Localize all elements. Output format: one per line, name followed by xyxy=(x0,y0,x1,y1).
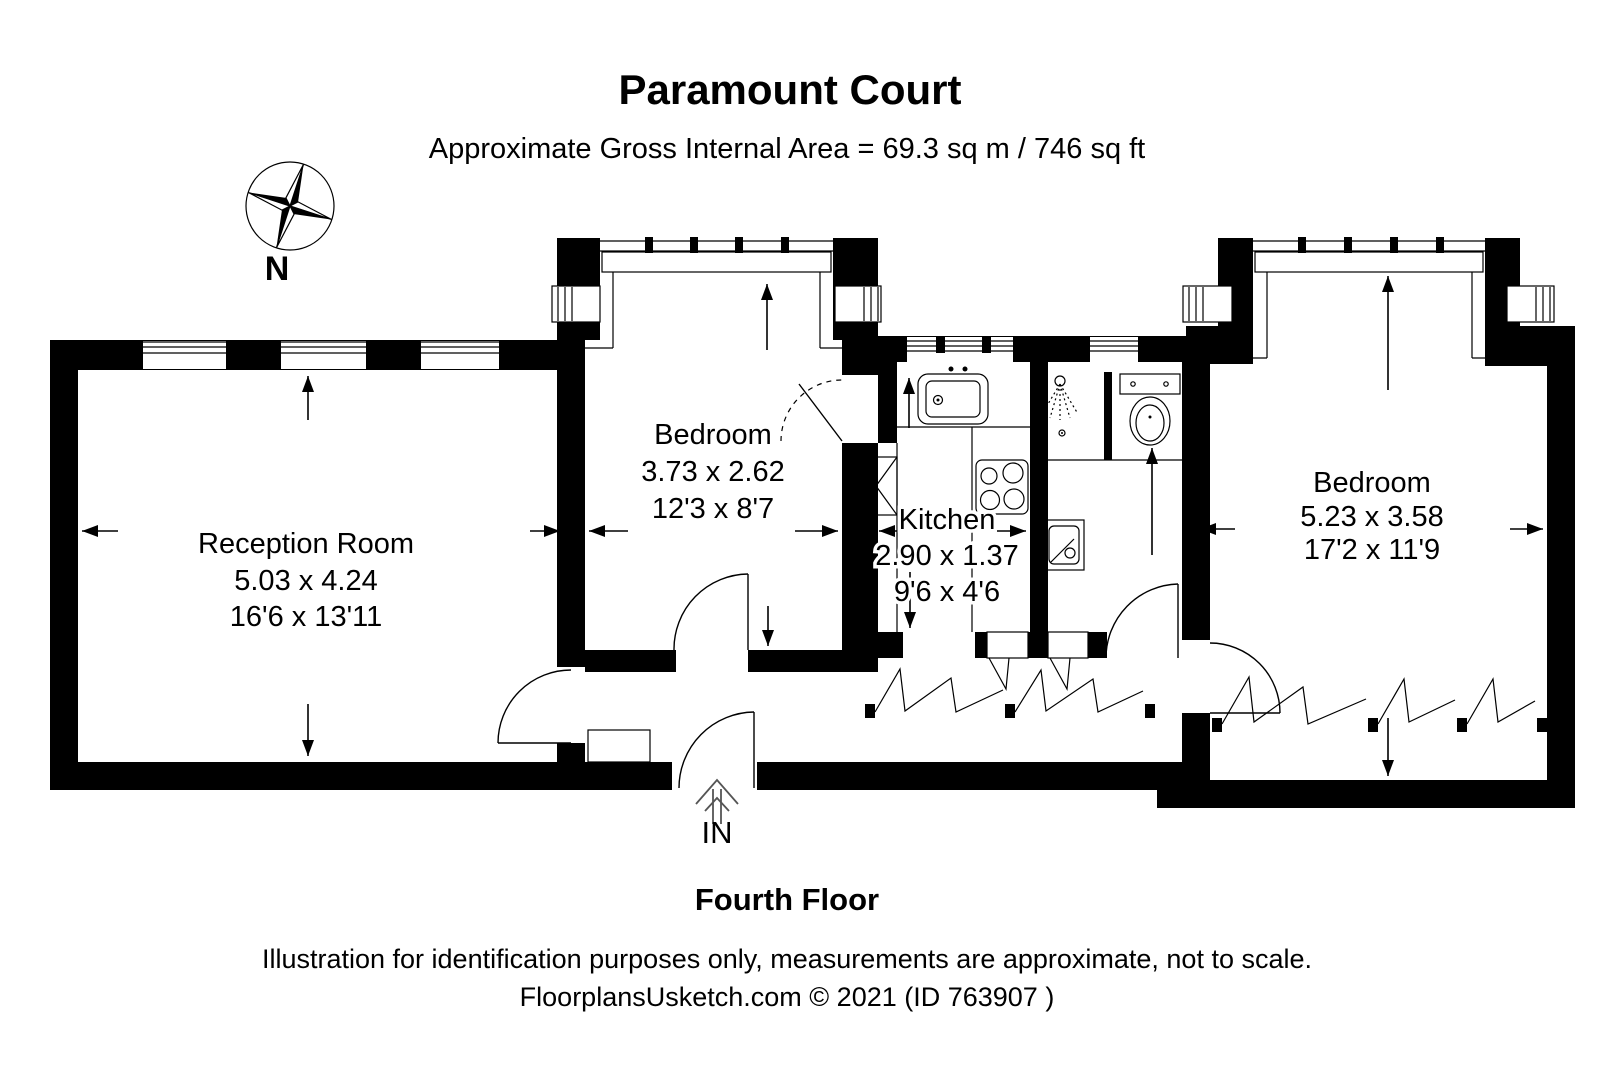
bedroom1-bay-window-icon xyxy=(551,237,882,349)
room-dim-imperial: 9'6 x 4'6 xyxy=(894,576,1000,608)
room-name: Bedroom xyxy=(654,419,772,451)
bedroom2-bay-window-icon xyxy=(1182,237,1555,359)
room-label-bedroom1: Bedroom 3.73 x 2.62 12'3 x 8'7 xyxy=(638,416,789,529)
room-label-bedroom2: Bedroom 5.23 x 3.58 17'2 x 11'9 xyxy=(1297,464,1448,570)
alcove-cupboard-icons xyxy=(986,631,1089,691)
kitchen-window-icon xyxy=(907,336,1013,362)
page-subtitle: Approximate Gross Internal Area = 69.3 s… xyxy=(429,133,1146,165)
reception-window-icons xyxy=(143,341,499,369)
room-dim-imperial: 12'3 x 8'7 xyxy=(652,493,774,525)
room-name: Kitchen xyxy=(899,504,996,536)
room-dim-metric: 2.90 x 1.37 xyxy=(875,540,1019,572)
bathroom-window-icon xyxy=(1090,337,1138,362)
entrance-door-icon xyxy=(678,711,755,789)
bedroom1-door-icon xyxy=(673,573,749,651)
basin-icon xyxy=(1043,519,1085,571)
floor-label: Fourth Floor xyxy=(695,882,879,917)
room-label-reception: Reception Room 5.03 x 4.24 16'6 x 13'11 xyxy=(195,525,418,637)
kitchen-sink-icon xyxy=(917,366,989,425)
disclaimer-text: Illustration for identification purposes… xyxy=(262,944,1312,974)
hob-icon xyxy=(975,459,1029,515)
appliance-icon xyxy=(854,456,898,516)
compass-icon xyxy=(245,161,335,251)
entrance-arrow-icon xyxy=(695,778,739,824)
shower-icon xyxy=(1041,375,1079,437)
hall-wardrobe-icon xyxy=(865,667,1155,718)
room-dim-metric: 5.03 x 4.24 xyxy=(234,565,378,597)
kitchen-door-icon xyxy=(780,379,843,442)
room-dim-imperial: 17'2 x 11'9 xyxy=(1304,534,1440,566)
bathroom-door-icon xyxy=(1105,583,1179,659)
room-name: Reception Room xyxy=(198,528,414,560)
hall-cupboard-icon xyxy=(587,729,651,763)
credit-text: FloorplansUsketch.com © 2021 (ID 763907 … xyxy=(520,982,1055,1012)
bedroom2-wardrobe-icon xyxy=(1212,675,1547,732)
room-label-kitchen: Kitchen 2.90 x 1.37 9'6 x 4'6 xyxy=(872,501,1023,612)
room-dim-imperial: 16'6 x 13'11 xyxy=(230,601,382,633)
dimension-arrows xyxy=(82,276,1543,776)
entrance-label: IN xyxy=(702,815,733,850)
room-dim-metric: 3.73 x 2.62 xyxy=(641,456,785,488)
toilet-icon xyxy=(1119,373,1181,446)
compass-label: N xyxy=(265,250,290,288)
room-name: Bedroom xyxy=(1313,467,1431,499)
reception-door-icon xyxy=(497,669,572,744)
room-dim-metric: 5.23 x 3.58 xyxy=(1300,501,1444,533)
bedroom2-door-icon xyxy=(1209,642,1281,714)
page-title: Paramount Court xyxy=(618,66,961,113)
